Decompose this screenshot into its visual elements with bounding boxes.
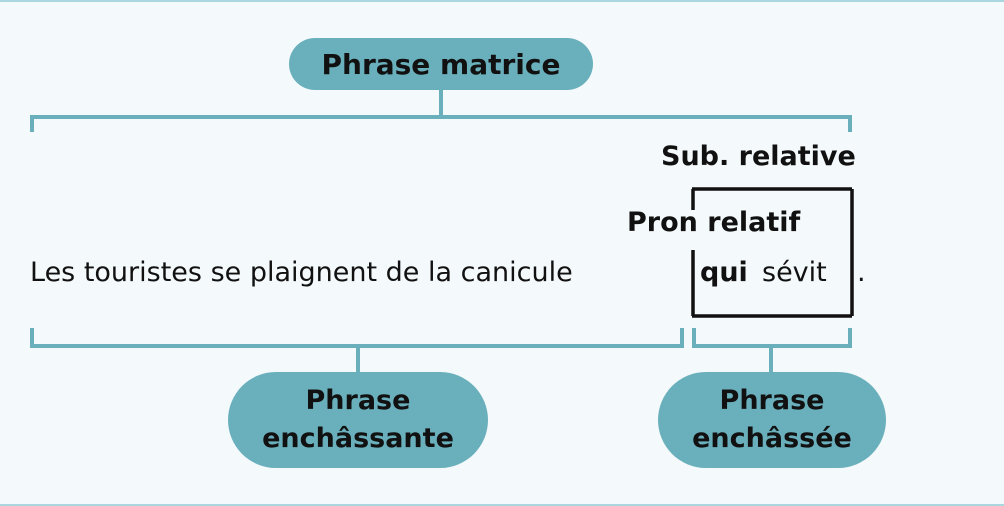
bottom-right-bracket [692, 328, 852, 374]
top-bracket [30, 90, 852, 132]
phrase-enchassante-node: Phrase enchâssante [228, 372, 488, 468]
phrase-enchassee-node: Phrase enchâssée [658, 372, 886, 468]
relative-clause-box [691, 187, 854, 318]
pron-relatif-label: Pron relatif [627, 207, 801, 238]
phrase-matrice-node: Phrase matrice [289, 38, 593, 90]
sentence-period: . [857, 257, 866, 288]
sentence-main-clause: Les touristes se plaignent de la canicul… [30, 257, 573, 288]
sentence-relative-pronoun: qui [700, 257, 748, 288]
sentence-relative-verb: sévit [762, 257, 827, 288]
sub-relative-label: Sub. relative [661, 141, 856, 172]
bottom-left-bracket [30, 328, 684, 374]
